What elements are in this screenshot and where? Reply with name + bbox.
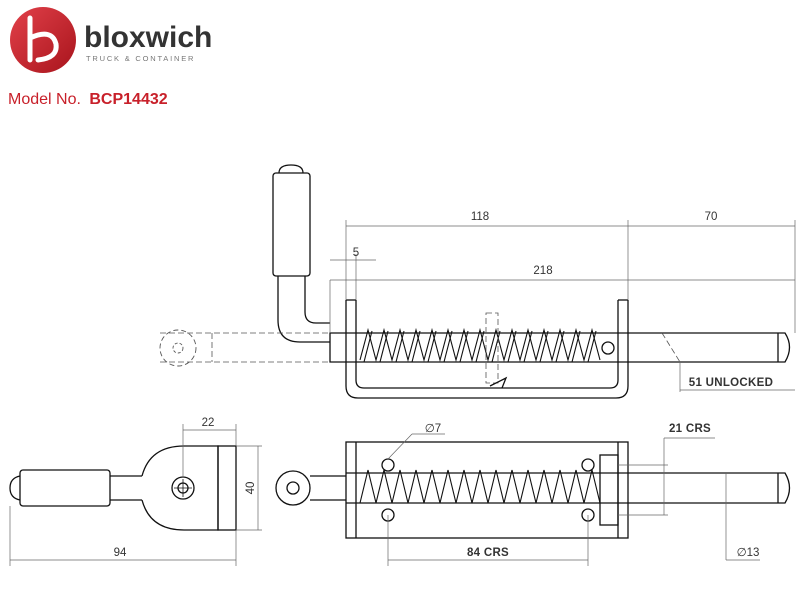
dim-218: 218 — [533, 265, 552, 277]
end-hole-icon — [171, 476, 195, 500]
bracket-inner — [355, 300, 619, 389]
dim-94: 94 — [114, 547, 127, 559]
model-number: Model No. BCP14432 — [8, 91, 168, 108]
dim-118: 118 — [471, 211, 489, 223]
handle-grip — [272, 172, 311, 277]
model-value: BCP14432 — [89, 91, 167, 108]
dim-70: 70 — [705, 211, 718, 223]
plan-bolt — [346, 472, 791, 504]
dim-84-crs: 84 CRS — [467, 547, 509, 559]
dim-hole-dia: ∅7 — [425, 423, 441, 435]
spring — [359, 327, 601, 363]
plan-base-plate — [345, 441, 629, 539]
plan-dimensions — [387, 433, 760, 566]
mount-hole-icon — [581, 458, 595, 472]
mount-hole-icon — [381, 458, 395, 472]
dim-pin-dia: ∅13 — [737, 547, 760, 559]
pin-icon — [601, 341, 615, 355]
logo-b-icon — [27, 15, 59, 63]
hidden-eye-icon — [159, 329, 197, 367]
plan-view — [275, 441, 791, 539]
brand-logo: bloxwich TRUCK & CONTAINER — [10, 7, 212, 73]
dim-5: 5 — [353, 247, 359, 259]
dim-51-unlocked: 51 UNLOCKED — [689, 377, 773, 389]
bracket-outer — [345, 300, 629, 399]
logo-roundel-icon — [10, 7, 76, 73]
plan-eye-icon — [275, 470, 311, 506]
latch-tab — [489, 376, 508, 389]
end-view — [9, 445, 237, 531]
brand-name: bloxwich — [84, 21, 212, 54]
plan-spring — [359, 469, 601, 504]
dim-21-crs: 21 CRS — [669, 423, 711, 435]
model-label: Model No. — [8, 91, 81, 108]
handle-bend-outer — [277, 276, 330, 343]
end-plate — [217, 445, 237, 531]
elevation-dimensions — [329, 220, 796, 392]
end-handle-grip — [19, 469, 111, 507]
elevation-view — [159, 164, 791, 399]
bolt-shaft — [329, 332, 791, 363]
handle-bend-inner — [304, 276, 330, 324]
dim-22: 22 — [202, 417, 215, 429]
brand-tagline: TRUCK & CONTAINER — [86, 54, 195, 63]
end-dimensions — [9, 424, 262, 566]
dim-40: 40 — [245, 482, 257, 495]
handle-cap — [278, 164, 304, 174]
